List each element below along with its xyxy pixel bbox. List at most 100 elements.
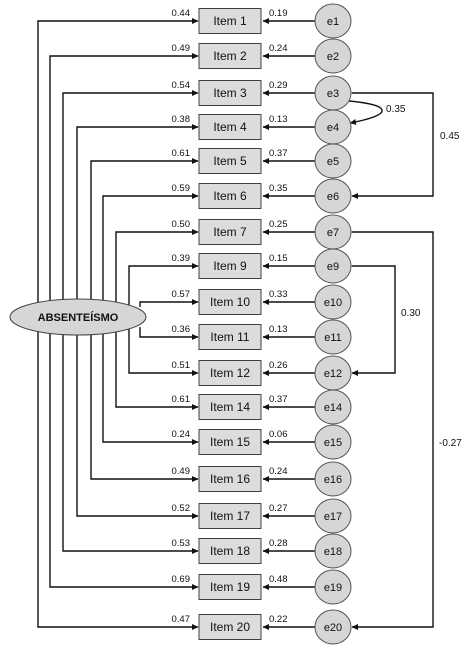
loading-path: [90, 158, 199, 307]
error-label: e16: [324, 474, 342, 486]
loading-path: [62, 327, 199, 554]
loading-path: [102, 327, 199, 445]
loading-label: 0.59: [172, 183, 191, 194]
covariance-path: [346, 263, 396, 376]
loading-label: 0.38: [172, 114, 191, 125]
error-weight-label: 0.06: [269, 429, 288, 440]
loading-label: 0.50: [172, 219, 191, 230]
error-weight-label: 0.26: [269, 360, 288, 371]
item-label: Item 19: [210, 580, 250, 594]
item-box: [198, 466, 262, 492]
item-label: Item 12: [210, 366, 250, 380]
loading-label: 0.44: [172, 8, 191, 19]
loading-path: [76, 327, 199, 519]
loading-label: 0.49: [172, 466, 191, 477]
error-label: e7: [327, 227, 339, 239]
error-node: [314, 319, 352, 355]
item-label: Item 9: [213, 259, 247, 273]
error-label: e15: [324, 437, 342, 449]
loading-label: 0.57: [172, 289, 191, 300]
error-node: [314, 461, 352, 497]
item-box: [198, 8, 262, 34]
error-label: e6: [327, 191, 339, 203]
item-label: Item 14: [210, 400, 250, 414]
error-node: [314, 569, 352, 605]
error-node: [314, 389, 352, 425]
error-weight-label: 0.19: [269, 8, 288, 19]
error-weight-label: 0.37: [269, 394, 288, 405]
correlation-label: 0.30: [401, 308, 421, 319]
error-node: [314, 498, 352, 534]
item-label: Item 17: [210, 509, 250, 523]
covariance-path: [346, 90, 434, 199]
error-weight-label: 0.25: [269, 219, 288, 230]
item-box: [198, 614, 262, 640]
loading-label: 0.51: [172, 360, 191, 371]
error-node: [314, 248, 352, 284]
error-label: e4: [327, 122, 339, 134]
error-weight-label: 0.48: [269, 574, 288, 585]
error-node: [314, 533, 352, 569]
loading-label: 0.24: [172, 429, 191, 440]
loading-label: 0.61: [172, 148, 191, 159]
error-node: [314, 284, 352, 320]
item-box: [198, 429, 262, 455]
covariance-path: [342, 97, 383, 125]
error-label: e12: [324, 368, 342, 380]
error-label: e3: [327, 88, 339, 100]
error-label: e14: [324, 402, 342, 414]
error-weight-label: 0.22: [269, 614, 288, 625]
item-box: [198, 394, 262, 420]
item-label: Item 2: [213, 49, 247, 63]
error-label: e9: [327, 261, 339, 273]
loading-path: [128, 263, 199, 307]
error-weight-label: 0.29: [269, 80, 288, 91]
error-weight-label: 0.33: [269, 289, 288, 300]
loading-path: [49, 327, 199, 590]
error-label: e1: [327, 16, 339, 28]
item-label: Item 10: [210, 295, 250, 309]
error-weight-label: 0.35: [269, 183, 288, 194]
error-node: [314, 143, 352, 179]
error-weight-label: 0.24: [269, 43, 288, 54]
loading-label: 0.36: [172, 324, 191, 335]
error-label: e18: [324, 546, 342, 558]
error-weight-label: 0.13: [269, 114, 288, 125]
error-node: [314, 424, 352, 460]
loading-path: [139, 299, 199, 307]
item-label: Item 18: [210, 544, 250, 558]
item-box: [198, 80, 262, 106]
loading-path: [115, 327, 199, 410]
error-weight-label: 0.27: [269, 503, 288, 514]
error-label: e19: [324, 582, 342, 594]
item-box: [198, 253, 262, 279]
correlation-label: 0.35: [386, 104, 406, 115]
covariance-path: [346, 229, 434, 630]
loading-path: [115, 229, 199, 307]
item-label: Item 3: [213, 86, 247, 100]
loading-label: 0.39: [172, 253, 191, 264]
item-label: Item 11: [210, 330, 249, 344]
error-node: [314, 3, 352, 39]
loading-label: 0.52: [172, 503, 191, 514]
item-box: [198, 289, 262, 315]
loading-path: [128, 327, 199, 376]
error-node: [314, 38, 352, 74]
error-weight-label: 0.28: [269, 538, 288, 549]
error-label: e10: [324, 297, 342, 309]
paths-layer: [37, 18, 434, 630]
item-label: Item 1: [213, 14, 247, 28]
item-label: Item 6: [213, 189, 247, 203]
loading-path: [139, 327, 199, 340]
item-label: Item 20: [210, 620, 250, 634]
item-box: [198, 574, 262, 600]
error-weight-label: 0.24: [269, 466, 288, 477]
loading-label: 0.61: [172, 394, 191, 405]
item-box: [198, 324, 262, 350]
loading-path: [37, 327, 199, 630]
loading-label: 0.69: [172, 574, 191, 585]
error-label: e20: [324, 622, 342, 634]
latent-factor-label: ABSENTEÍSMO: [38, 311, 119, 324]
